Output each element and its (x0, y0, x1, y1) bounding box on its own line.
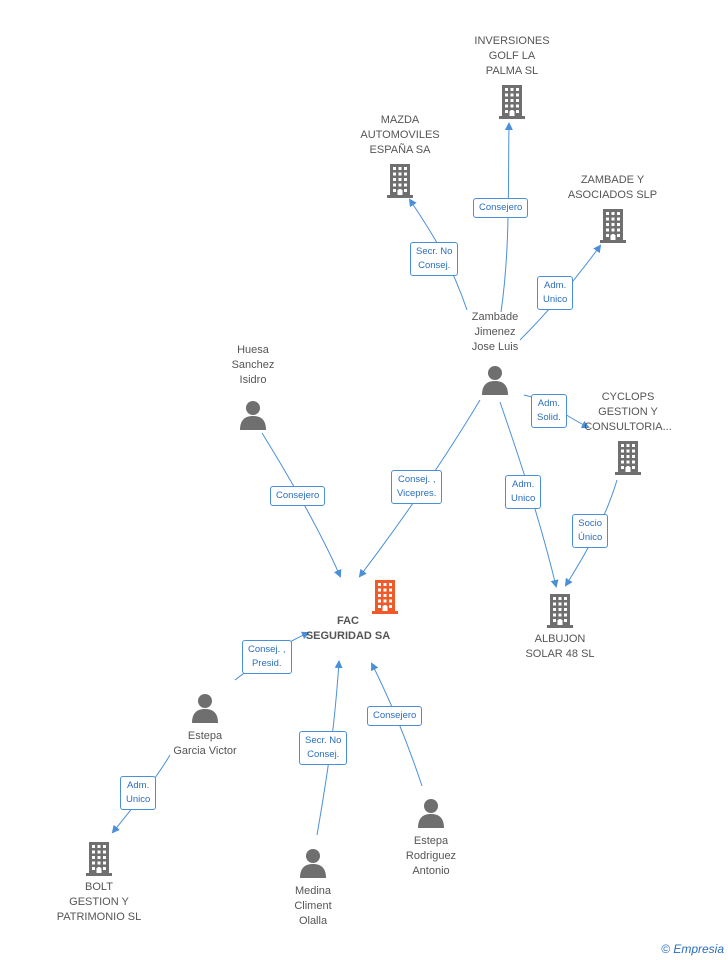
edge-badge-socio-albujon[interactable]: Socio Único (572, 514, 609, 548)
edge-badge-secr-mazda[interactable]: Secr. No Consej. (410, 242, 459, 276)
node-mazda[interactable]: MAZDA AUTOMOVILES ESPAÑA SA (350, 113, 450, 198)
person-icon (417, 798, 445, 828)
node-zambade-asociados[interactable]: ZAMBADE Y ASOCIADOS SLP (555, 173, 670, 243)
node-estepa-garcia[interactable]: Estepa Garcia Victor (155, 693, 255, 759)
node-albujon[interactable]: ALBUJON SOLAR 48 SL (510, 594, 610, 662)
node-label: BOLT GESTION Y PATRIMONIO SL (56, 881, 142, 923)
node-label: INVERSIONES GOLF LA PALMA SL (474, 35, 550, 77)
person-icon (299, 848, 327, 878)
building-icon (615, 441, 641, 475)
node-medina-climent[interactable]: Medina Climent Olalla (263, 848, 363, 929)
person-icon (239, 400, 267, 430)
node-label: ZAMBADE Y ASOCIADOS SLP (567, 174, 658, 201)
building-icon (387, 164, 413, 198)
node-label: Estepa Rodriguez Antonio (405, 835, 457, 877)
edge-line (371, 662, 423, 787)
building-icon (86, 842, 112, 876)
node-fac-seguridad[interactable]: FAC SEGURIDAD SA (298, 580, 398, 644)
edge-badge-secr-medina[interactable]: Secr. No Consej. (299, 731, 348, 765)
edge-badge-consejero-inversiones[interactable]: Consejero (473, 198, 529, 218)
node-label: ALBUJON SOLAR 48 SL (525, 633, 595, 660)
node-label: MAZDA AUTOMOVILES ESPAÑA SA (360, 114, 440, 156)
person-icon (191, 693, 219, 723)
person-icon (481, 365, 509, 395)
building-icon (599, 209, 626, 243)
node-label: Medina Climent Olalla (294, 885, 332, 927)
node-label: Estepa Garcia Victor (173, 730, 237, 757)
node-label: Zambade Jimenez Jose Luis (471, 311, 519, 353)
node-huesa-sanchez[interactable]: Huesa Sanchez Isidro (203, 343, 303, 430)
copyright-icon: © (661, 942, 670, 956)
edge-badge-consejero-huesa[interactable]: Consejero (270, 486, 326, 506)
node-label: Huesa Sanchez Isidro (231, 344, 275, 386)
edge-badge-adm-bolt[interactable]: Adm. Unico (120, 776, 157, 810)
edge-badge-adm-zambade-asoc[interactable]: Adm. Unico (537, 276, 574, 310)
edge-line (500, 122, 513, 313)
node-estepa-rodriguez[interactable]: Estepa Rodriguez Antonio (381, 798, 481, 879)
node-label: FAC SEGURIDAD SA (305, 615, 391, 642)
edge-badge-presid-fac[interactable]: Consej. , Presid. (242, 640, 292, 674)
edge-badge-adm-solid-cyclops[interactable]: Adm. Solid. (531, 394, 567, 428)
building-icon (547, 594, 573, 628)
edge-badge-adm-albujon[interactable]: Adm. Unico (505, 475, 542, 509)
node-label: CYCLOPS GESTION Y CONSULTORIA... (584, 391, 672, 433)
node-cyclops[interactable]: CYCLOPS GESTION Y CONSULTORIA... (578, 390, 678, 475)
edge-badge-consejero-rodriguez[interactable]: Consejero (367, 706, 423, 726)
edge-badge-vicepres-fac[interactable]: Consej. , Vicepres. (391, 470, 443, 504)
node-zambade-jose-luis[interactable]: Zambade Jimenez Jose Luis (445, 310, 545, 395)
building-icon (372, 580, 398, 614)
node-inversiones-golf[interactable]: INVERSIONES GOLF LA PALMA SL (462, 34, 562, 119)
brand-footer: © Empresia (661, 942, 724, 956)
node-bolt[interactable]: BOLT GESTION Y PATRIMONIO SL (49, 842, 149, 925)
building-icon (499, 85, 525, 119)
brand-name: Empresia (673, 942, 724, 956)
